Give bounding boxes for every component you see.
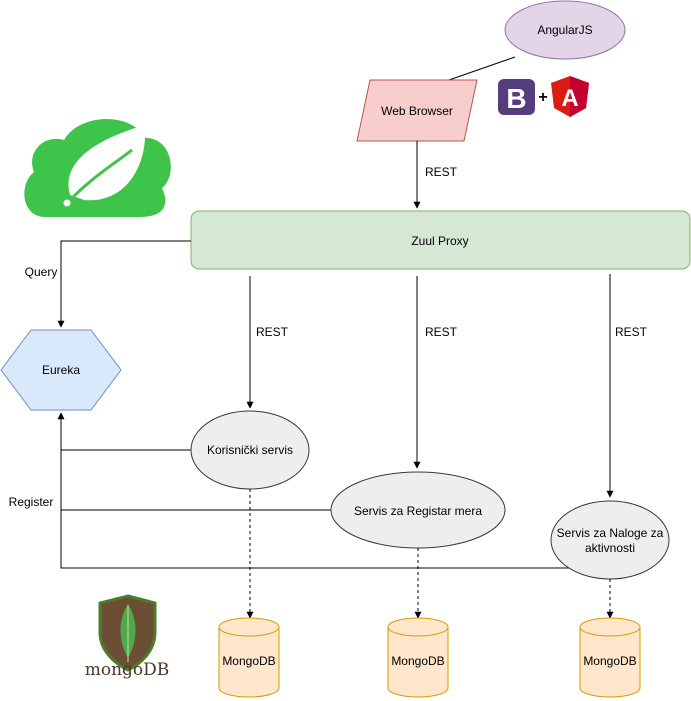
spring-logo-icon	[24, 119, 171, 217]
mongodb-database-2-label: MongoDB	[391, 654, 444, 668]
zuul-proxy-node	[190, 210, 691, 270]
orders-service-label-line2: aktivnosti	[585, 541, 635, 555]
plus-sign: +	[538, 89, 547, 106]
zuul-proxy-label: Zuul Proxy	[411, 234, 468, 248]
web-browser-node	[356, 79, 478, 142]
query-arrow	[57, 240, 191, 328]
svg-text:B: B	[506, 83, 526, 114]
register-label: Register	[9, 495, 54, 509]
mongodb-database-1	[218, 617, 280, 698]
web-browser-label: Web Browser	[381, 104, 453, 118]
mongodb-logo-text: mongoDB	[85, 660, 170, 680]
bootstrap-logo-icon: B	[498, 79, 535, 115]
mongodb-database-1-label: MongoDB	[222, 654, 275, 668]
rest-label-orders-service: REST	[615, 325, 648, 339]
angularjs-node	[504, 0, 626, 60]
orders-service-node	[550, 500, 670, 580]
mongodb-database-2	[387, 617, 449, 698]
angular-browser-link	[448, 56, 516, 81]
register-arrow	[57, 412, 570, 569]
registry-service-label: Servis za Registar mera	[354, 504, 482, 518]
eureka-node	[0, 329, 122, 411]
user-service-label: Korisnički servis	[207, 443, 293, 457]
svg-text:A: A	[561, 85, 578, 112]
mongodb-database-3-label: MongoDB	[583, 654, 636, 668]
eureka-label: Eureka	[42, 363, 80, 377]
orders-service-label-line1: Servis za Naloge za	[557, 526, 664, 540]
mongodb-logo-icon	[98, 594, 157, 672]
mongodb-database-3	[579, 617, 641, 698]
rest-label-user-service: REST	[256, 325, 289, 339]
query-label: Query	[25, 265, 58, 279]
rest-label-browser: REST	[425, 165, 458, 179]
rest-label-registry-service: REST	[425, 325, 458, 339]
angular-logo-icon: A	[551, 76, 589, 117]
angularjs-label: AngularJS	[537, 23, 592, 37]
